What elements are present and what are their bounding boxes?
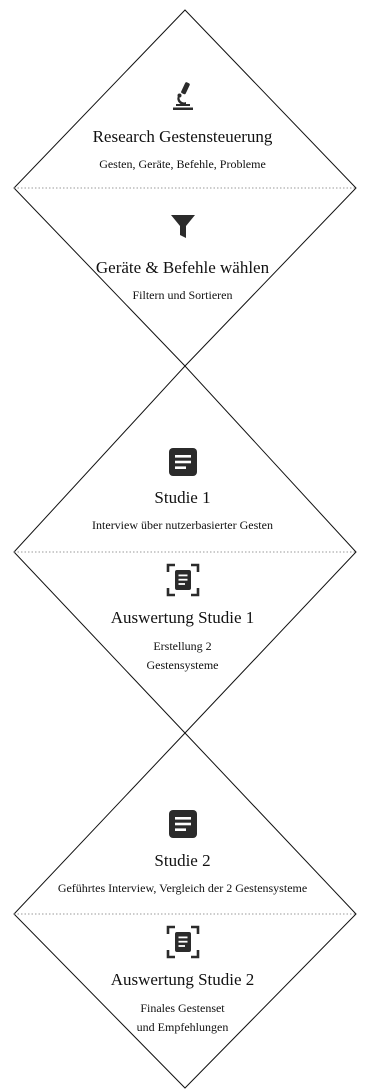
stage-3-subtitle: Interview über nutzerbasierter Gesten (92, 518, 273, 532)
stage-4-title: Auswertung Studie 1 (110, 608, 255, 627)
stage-6-title: Auswertung Studie 2 (110, 970, 255, 989)
stage-2-subtitle: Filtern und Sortieren (132, 288, 233, 302)
microscope-icon (169, 80, 197, 117)
document-scan-icon (166, 925, 200, 964)
diamond-3-outline (13, 732, 357, 1089)
stage-1-subtitle: Gesten, Geräte, Befehle, Probleme (99, 157, 266, 171)
document-scan-icon (166, 563, 200, 602)
document-icon (167, 808, 199, 845)
stage-2-title: Geräte & Befehle wählen (95, 258, 270, 277)
document-icon (167, 446, 199, 483)
stage-6-subtitle: Finales Gestenset und Empfehlungen (136, 1001, 229, 1034)
filter-icon (169, 212, 197, 247)
stage-3-title: Studie 1 (154, 488, 211, 507)
diamond-2-outline (13, 365, 357, 734)
stage-1-title: Research Gestensteuerung (92, 127, 273, 146)
stage-5-subtitle: Geführtes Interview, Vergleich der 2 Ges… (57, 881, 308, 895)
stage-4-subtitle: Erstellung 2 Gestensysteme (146, 639, 219, 672)
stage-5-title: Studie 2 (154, 851, 211, 870)
